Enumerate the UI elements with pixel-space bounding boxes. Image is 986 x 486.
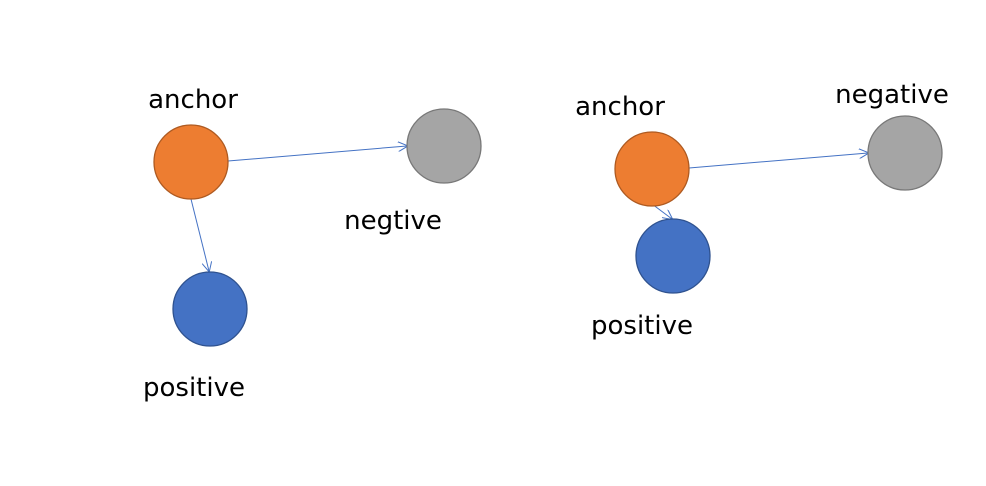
left-negative-node	[406, 108, 482, 184]
right-positive-node	[635, 218, 711, 294]
right-anchor-node	[614, 131, 690, 207]
left-positive-node	[172, 271, 248, 347]
left-negative-label: negtive	[344, 206, 442, 236]
right-negative-label: negative	[835, 80, 949, 110]
left-positive-label: positive	[143, 373, 245, 403]
left-anchor-label: anchor	[148, 85, 238, 115]
left-anchor-to-negative-arrow	[227, 146, 407, 162]
left-panel: anchor negtive positive	[143, 85, 482, 403]
left-anchor-node	[153, 124, 229, 200]
right-anchor-to-negative-arrow	[688, 153, 868, 169]
right-anchor-label: anchor	[575, 92, 665, 122]
right-panel: anchor negative positive	[575, 80, 949, 341]
right-negative-node	[867, 115, 943, 191]
left-anchor-to-positive-arrow	[190, 198, 209, 271]
right-positive-label: positive	[591, 311, 693, 341]
